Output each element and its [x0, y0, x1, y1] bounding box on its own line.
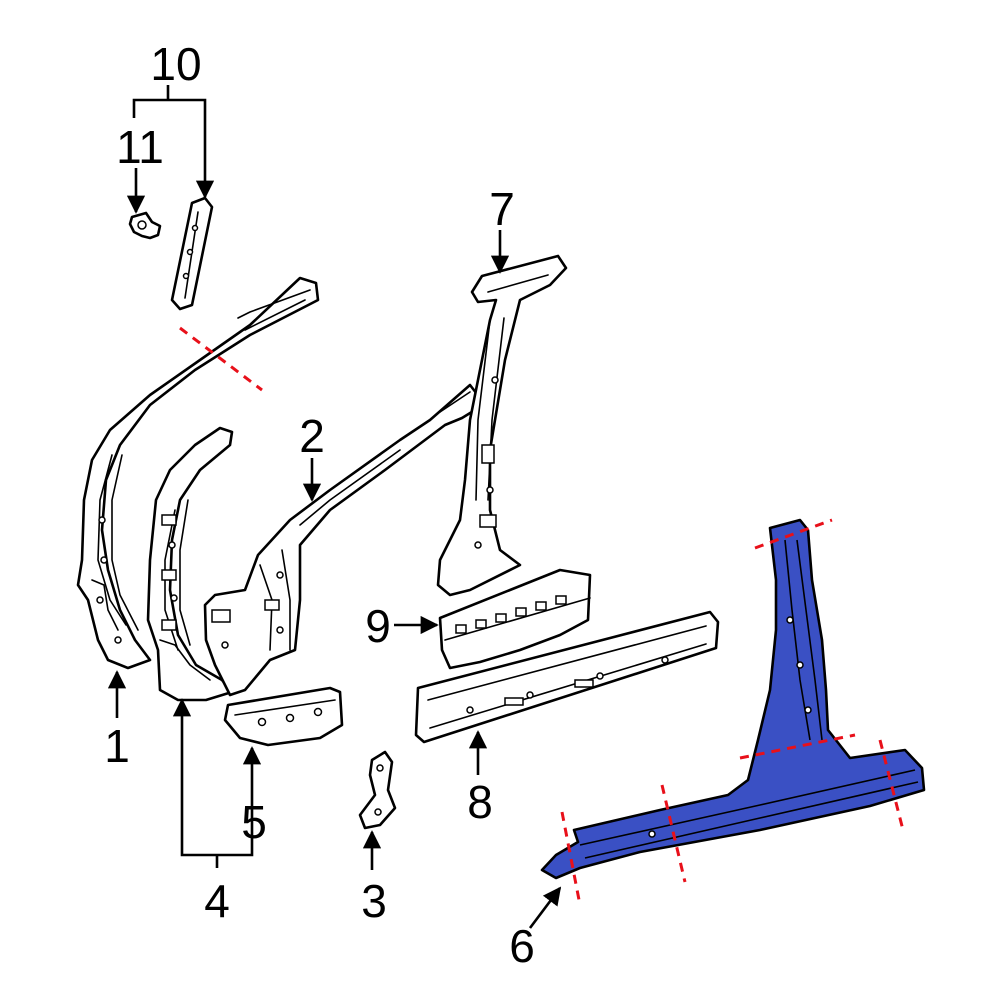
callout-1: 1 — [104, 720, 130, 772]
callout-6: 6 — [509, 920, 535, 972]
cut-line-front-pillar — [179, 326, 263, 392]
callout-11: 11 — [116, 121, 164, 173]
cut-lines — [179, 326, 905, 906]
callout-10: 10 — [150, 38, 201, 90]
cut-line-rocker-mid — [660, 784, 687, 883]
callout-8: 8 — [467, 776, 493, 828]
part-3-small-bracket — [358, 750, 397, 830]
callout-numbers: 10 11 7 2 9 1 5 8 4 3 6 — [104, 38, 535, 972]
part-5-bracket — [223, 686, 344, 747]
callout-9: 9 — [365, 600, 391, 652]
cut-line-pillar-base — [739, 733, 856, 760]
callout-5: 5 — [241, 796, 267, 848]
callout-7: 7 — [489, 183, 515, 235]
part-4-inner-front-pillar — [146, 426, 234, 702]
callout-2: 2 — [299, 410, 325, 462]
part-7-center-pillar — [436, 254, 568, 597]
part-1-outer-front-pillar — [76, 276, 320, 670]
part-11-clip — [128, 211, 162, 240]
part-6-highlighted-side-panel — [540, 518, 926, 880]
leader-10 — [132, 98, 207, 118]
leader-lines — [107, 85, 562, 929]
part-9-rocker-reinforcement — [438, 568, 592, 670]
cut-line-pillar-top — [754, 518, 833, 550]
callout-3: 3 — [361, 875, 387, 927]
highlighted-part-fill — [540, 518, 926, 880]
callout-4: 4 — [204, 875, 230, 927]
part-2-hinge-pillar — [203, 383, 482, 697]
part-10-trim-strip — [170, 196, 214, 311]
part-8-rocker-panel — [414, 610, 720, 744]
arrow-6 — [528, 886, 562, 929]
